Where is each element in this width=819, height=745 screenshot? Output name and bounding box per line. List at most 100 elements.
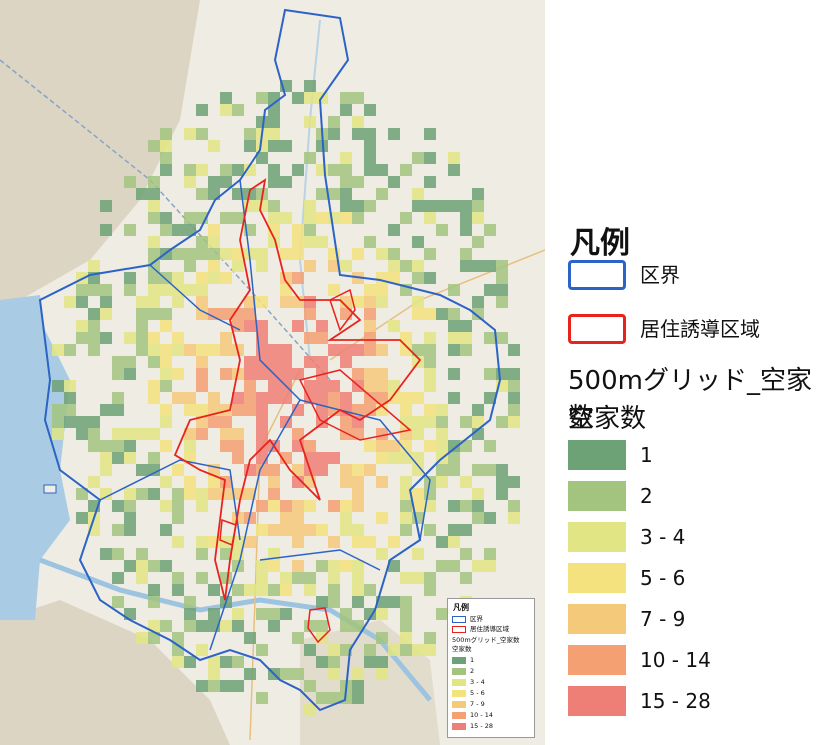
grid-cell <box>340 512 352 524</box>
grid-cell <box>472 260 484 272</box>
grid-cell <box>412 188 424 200</box>
grid-cell <box>256 644 268 656</box>
grid-cell <box>424 200 436 212</box>
grid-cell <box>220 404 232 416</box>
grid-cell <box>364 380 376 392</box>
grid-cell <box>220 272 232 284</box>
grid-cell <box>340 344 352 356</box>
grid-cell <box>220 176 232 188</box>
grid-cell <box>316 236 328 248</box>
inset-induction-label: 居住誘導区域 <box>470 625 509 633</box>
grid-cell <box>196 548 208 560</box>
grid-cell <box>496 476 508 488</box>
grid-cell <box>292 224 304 236</box>
grid-cell <box>220 212 232 224</box>
grid-cell <box>196 428 208 440</box>
grid-cell <box>352 464 364 476</box>
grid-cell <box>148 560 160 572</box>
grid-cell <box>364 368 376 380</box>
grid-cell <box>472 500 484 512</box>
grid-cell <box>64 392 76 404</box>
grid-cell <box>448 320 460 332</box>
grid-cell <box>268 464 280 476</box>
map-view[interactable]: 凡例 区界 居住誘導区域 500mグリッド_空家数 空家数 1 2 3 - 4 … <box>0 0 545 745</box>
grid-cell <box>100 404 112 416</box>
grid-cell <box>388 320 400 332</box>
small-island <box>43 484 57 494</box>
grid-cell <box>328 500 340 512</box>
grid-cell <box>364 332 376 344</box>
grid-cell <box>88 320 100 332</box>
grid-cell <box>472 188 484 200</box>
grid-cell <box>208 236 220 248</box>
grid-cell <box>112 452 124 464</box>
grid-cell <box>292 92 304 104</box>
grid-cell <box>280 524 292 536</box>
grid-cell <box>436 440 448 452</box>
grid-cell <box>484 512 496 524</box>
grid-cell <box>340 608 352 620</box>
grid-cell <box>400 440 412 452</box>
grid-cell <box>496 332 508 344</box>
grid-cell <box>340 356 352 368</box>
grid-cell <box>448 308 460 320</box>
grid-cell <box>352 680 364 692</box>
grid-cell <box>328 392 340 404</box>
grid-cell <box>148 464 160 476</box>
class-label: 5 - 6 <box>640 566 686 590</box>
grid-cell <box>316 188 328 200</box>
grid-cell <box>376 548 388 560</box>
grid-cell <box>424 404 436 416</box>
grid-cell <box>316 164 328 176</box>
grid-cell <box>304 704 316 716</box>
grid-cell <box>364 656 376 668</box>
grid-cell <box>436 476 448 488</box>
grid-cell <box>64 296 76 308</box>
grid-cell <box>292 560 304 572</box>
grid-cell <box>376 452 388 464</box>
residential-induction-area <box>307 607 331 644</box>
grid-cell <box>388 176 400 188</box>
grid-cell <box>496 272 508 284</box>
grid-cell <box>364 128 376 140</box>
grid-cell <box>424 632 436 644</box>
inset-class-label: 3 - 4 <box>470 678 485 686</box>
grid-cell <box>184 656 196 668</box>
grid-cell <box>160 152 172 164</box>
inset-class-label: 2 <box>470 667 475 675</box>
grid-cell <box>400 500 412 512</box>
grid-cell <box>148 452 160 464</box>
grid-cell <box>160 476 172 488</box>
road <box>0 59 331 381</box>
grid-cell <box>316 392 328 404</box>
grid-cell <box>112 500 124 512</box>
grid-cell <box>508 404 520 416</box>
grid-cell <box>364 536 376 548</box>
grid-cell <box>196 380 208 392</box>
grid-cell <box>436 428 448 440</box>
grid-cell <box>508 380 520 392</box>
grid-cell <box>388 596 400 608</box>
grid-cell <box>460 332 472 344</box>
grid-cell <box>88 440 100 452</box>
inset-class-label: 7 - 9 <box>470 700 485 708</box>
grid-cell <box>292 476 304 488</box>
grid-cell <box>112 368 124 380</box>
grid-cell <box>148 200 160 212</box>
district-boundary <box>99 459 241 541</box>
grid-cell <box>112 596 124 608</box>
grid-cell <box>352 500 364 512</box>
grid-cell <box>304 224 316 236</box>
grid-cell <box>400 620 412 632</box>
vacant-house-grid <box>52 80 520 716</box>
grid-cell <box>424 152 436 164</box>
grid-cell <box>184 212 196 224</box>
grid-cell <box>340 188 352 200</box>
grid-cell <box>316 524 328 536</box>
grid-cell <box>160 284 172 296</box>
grid-cell <box>172 572 184 584</box>
grid-cell <box>112 392 124 404</box>
grid-cell <box>280 392 292 404</box>
grid-cell <box>400 632 412 644</box>
grid-cell <box>280 608 292 620</box>
